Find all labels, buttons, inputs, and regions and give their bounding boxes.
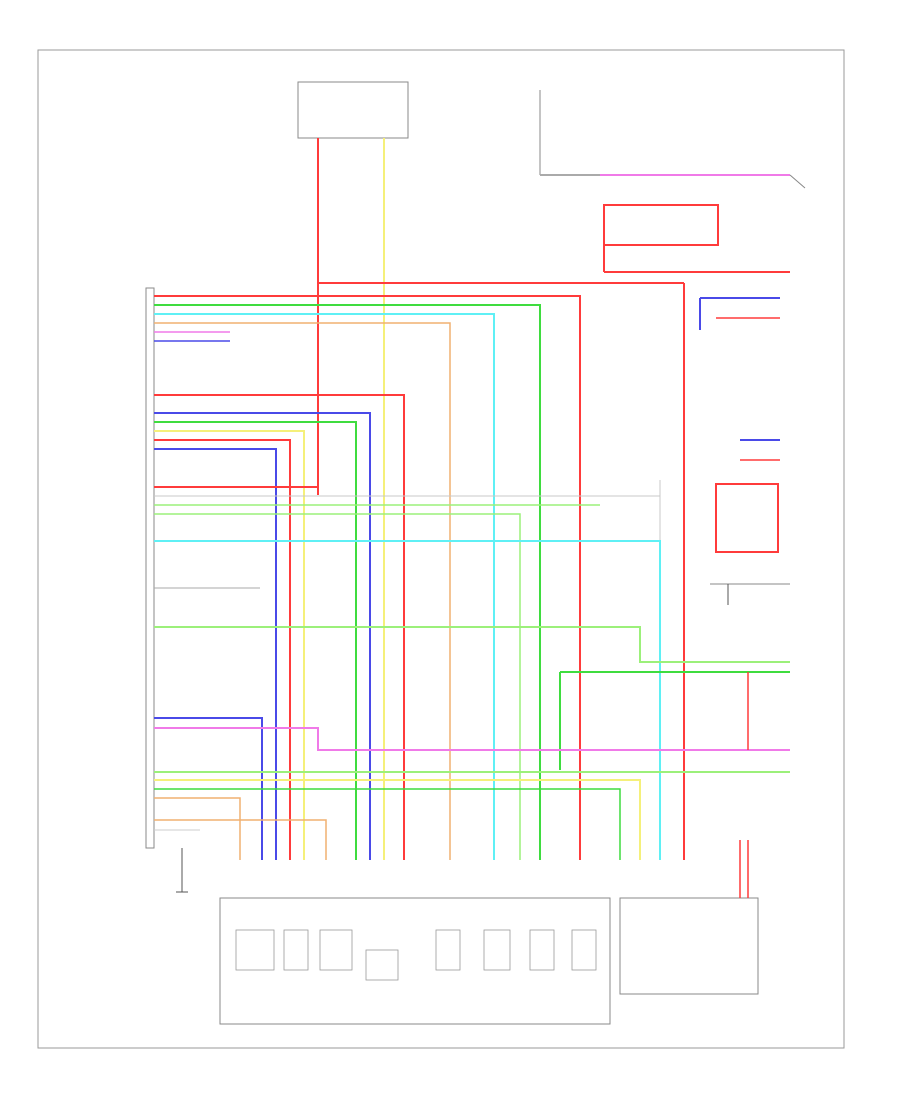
diagram-border (37, 49, 845, 1049)
control-valve-assembly (219, 897, 611, 1025)
fuse-block-top (297, 81, 409, 139)
tcm-signal-wires (154, 295, 790, 860)
right-side-modules (699, 297, 790, 750)
control-valve-components (235, 929, 597, 981)
stop-lamp-switch-circuit (539, 90, 806, 273)
power-feed-wires (317, 138, 685, 860)
tcm-connector (145, 287, 155, 849)
transmission-range-switch (619, 897, 759, 995)
range-switch-wires (739, 840, 749, 898)
ground-symbol (176, 848, 188, 893)
